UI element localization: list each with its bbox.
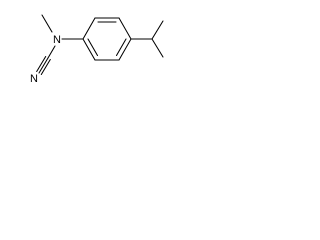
isopropyl-methyl-bond-2 [151, 38, 164, 58]
ring-bond-4 [118, 38, 132, 61]
molecule-structure: N N [30, 14, 164, 85]
nitrile-triple-bond-3 [40, 58, 51, 76]
n-cyano-bond [47, 45, 56, 59]
ring-double-bond-inner-2 [115, 38, 127, 57]
amine-nitrogen-label: N [53, 34, 61, 46]
ring-double-bond-inner-3 [87, 38, 99, 57]
ring-bond-6 [82, 38, 96, 61]
methyl-bond [41, 14, 53, 33]
nitrile-triple-bond-2 [36, 55, 47, 73]
nitrile-triple-bond-1 [38, 57, 49, 74]
nitrile-nitrogen-label: N [30, 73, 38, 85]
ring-bond-1 [82, 17, 96, 40]
ring-bond-3 [118, 17, 132, 40]
structure-canvas: N N [0, 0, 188, 98]
isopropyl-methyl-bond-1 [151, 20, 164, 40]
